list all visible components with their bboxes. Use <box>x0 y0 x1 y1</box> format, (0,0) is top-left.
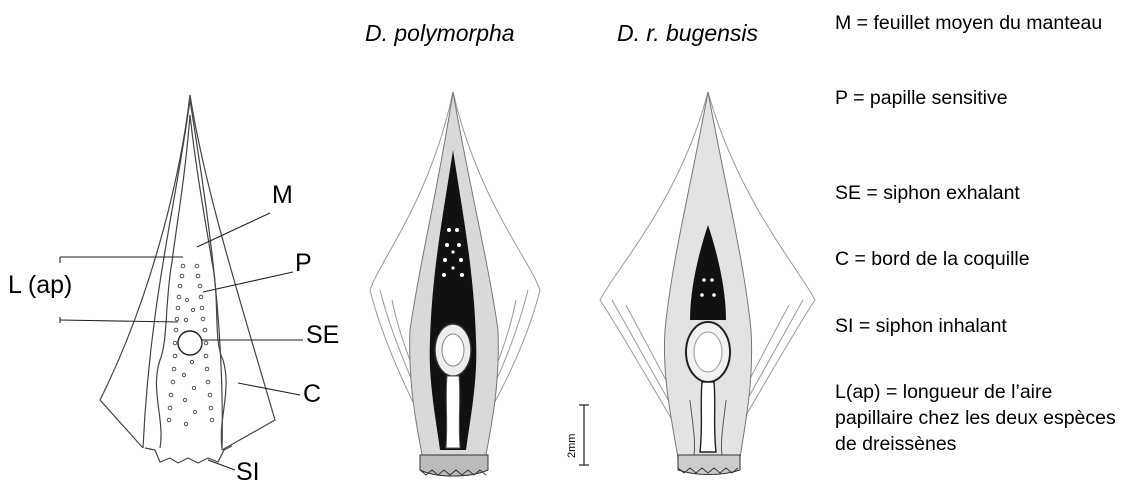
title-polymorpha: D. polymorpha <box>365 22 515 45</box>
label-p: P <box>295 251 312 276</box>
label-l-ap: L (ap) <box>8 273 72 298</box>
label-se: SE <box>306 323 339 348</box>
bugensis-illustration <box>600 92 815 475</box>
scale-bar <box>579 405 589 465</box>
label-si: SI <box>236 460 260 485</box>
legend-item-m: M = feuillet moyen du manteau <box>835 10 1135 36</box>
legend-item-se: SE = siphon exhalant <box>835 180 1135 206</box>
legend-item-c: C = bord de la coquille <box>835 246 1135 272</box>
scale-bar-label: 2mm <box>566 434 578 458</box>
polymorpha-illustration <box>370 92 540 476</box>
legend-item-si: SI = siphon inhalant <box>835 313 1135 339</box>
legend-item-lap: L(ap) = longueur de l’aire papillaire ch… <box>835 379 1130 457</box>
label-c: C <box>303 382 321 407</box>
label-m: M <box>272 183 293 208</box>
legend-item-p: P = papille sensitive <box>835 85 1135 111</box>
title-bugensis: D. r. bugensis <box>617 22 758 45</box>
